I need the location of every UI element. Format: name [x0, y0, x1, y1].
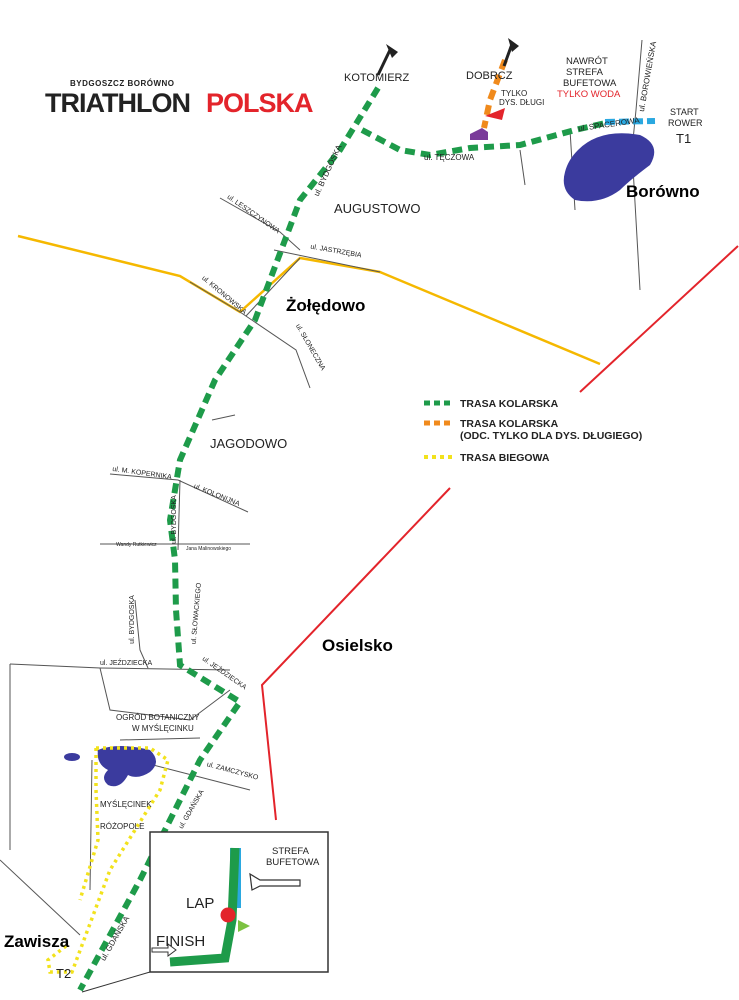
run-route-2	[78, 748, 100, 901]
marker-purple	[470, 128, 488, 140]
bike-route-start	[604, 118, 656, 125]
note-tylko: TYLKO	[501, 89, 528, 98]
legend-bike-long-swatch	[424, 420, 454, 426]
street-jezdziecka-left: ul. JEŹDZIECKA	[100, 660, 153, 667]
road-network	[0, 39, 643, 936]
note-strefa: STREFA	[566, 67, 603, 78]
note-nawrot: NAWRÓT	[566, 56, 608, 67]
street-rutkiewicz: Wandy Rutkiewicz	[116, 542, 157, 548]
place-borowno: Borówno	[626, 182, 700, 201]
lake-small	[64, 753, 80, 761]
inset-connector	[81, 971, 151, 993]
place-osielsko: Osielsko	[322, 636, 393, 655]
arrow-kotomierz	[376, 44, 398, 76]
inset-arrow-finish	[151, 943, 177, 957]
place-zoledowo: Żołędowo	[286, 296, 366, 315]
legend-bike-long: TRASA KOLARSKA (ODC. TYLKO DLA DYS. DŁUG…	[424, 418, 642, 442]
border-red-2	[260, 487, 451, 821]
note-start: START	[670, 107, 699, 117]
note-rower: ROWER	[668, 118, 703, 128]
district-kotomierz: KOTOMIERZ	[344, 72, 410, 84]
logo-subtitle: BYDGOSZCZ BORÓWNO	[70, 79, 175, 88]
street-bydgoska-low: ul. BYDGOSKA	[128, 595, 136, 644]
note-bufetowa: BUFETOWA	[563, 78, 617, 89]
legend-run-label: TRASA BIEGOWA	[460, 452, 550, 464]
place-zawisza: Zawisza	[4, 932, 70, 951]
note-t2: T2	[56, 966, 72, 981]
lap-arrow	[238, 920, 250, 932]
legend-run-swatch	[424, 455, 454, 459]
lake-myslecinek	[97, 746, 156, 787]
lap-marker	[220, 907, 236, 923]
legend-bike-long-label-1: TRASA KOLARSKA	[460, 418, 559, 430]
district-ogrod-2: W MYŚLĘCINKU	[132, 724, 194, 733]
district-augustowo: AUGUSTOWO	[334, 201, 421, 216]
district-rozopole: RÓŻOPOLE	[100, 822, 145, 831]
logo-triathlon: TRIATHLON	[45, 88, 191, 118]
border-red	[579, 245, 739, 393]
bike-route-east	[360, 119, 611, 159]
district-myslecinek: MYŚLĘCINEK	[100, 800, 152, 809]
street-bydgoska-mid: ul. BYDGOSKA	[170, 495, 178, 544]
arrow-dobrcz	[502, 38, 519, 67]
inset-finish: FINISH	[156, 933, 206, 950]
inset-bufetowa: BUFETOWA	[266, 857, 320, 868]
legend-bike: TRASA KOLARSKA	[424, 398, 558, 410]
legend-run: TRASA BIEGOWA	[424, 452, 549, 464]
district-dobrcz: DOBRCZ	[466, 70, 513, 82]
logo-polska: POLSKA	[206, 88, 314, 118]
inset-bike-route	[169, 847, 240, 967]
note-t1: T1	[676, 131, 692, 146]
lake-borowno	[563, 133, 655, 202]
note-dys-dlugi: DYS. DŁUGI	[499, 98, 545, 107]
street-malinowskiego: Jana Malinowskiego	[186, 546, 232, 552]
legend-bike-label: TRASA KOLARSKA	[460, 398, 559, 410]
inset-strefa: STREFA	[272, 846, 309, 857]
arrow-red	[485, 108, 505, 120]
district-jagodowo: JAGODOWO	[210, 436, 288, 451]
inset-arrow-buffet	[249, 872, 301, 891]
bike-route	[77, 86, 381, 992]
legend-bike-long-label-2: (ODC. TYLKO DLA DYS. DŁUGIEGO)	[460, 430, 643, 442]
note-tylko-woda: TYLKO WODA	[557, 89, 621, 100]
inset-lap: LAP	[186, 895, 215, 912]
street-teczowa: ul. TĘCZOWA	[424, 153, 475, 162]
legend-bike-swatch	[424, 400, 454, 406]
district-ogrod-1: OGRÓD BOTANICZNY	[116, 713, 200, 722]
